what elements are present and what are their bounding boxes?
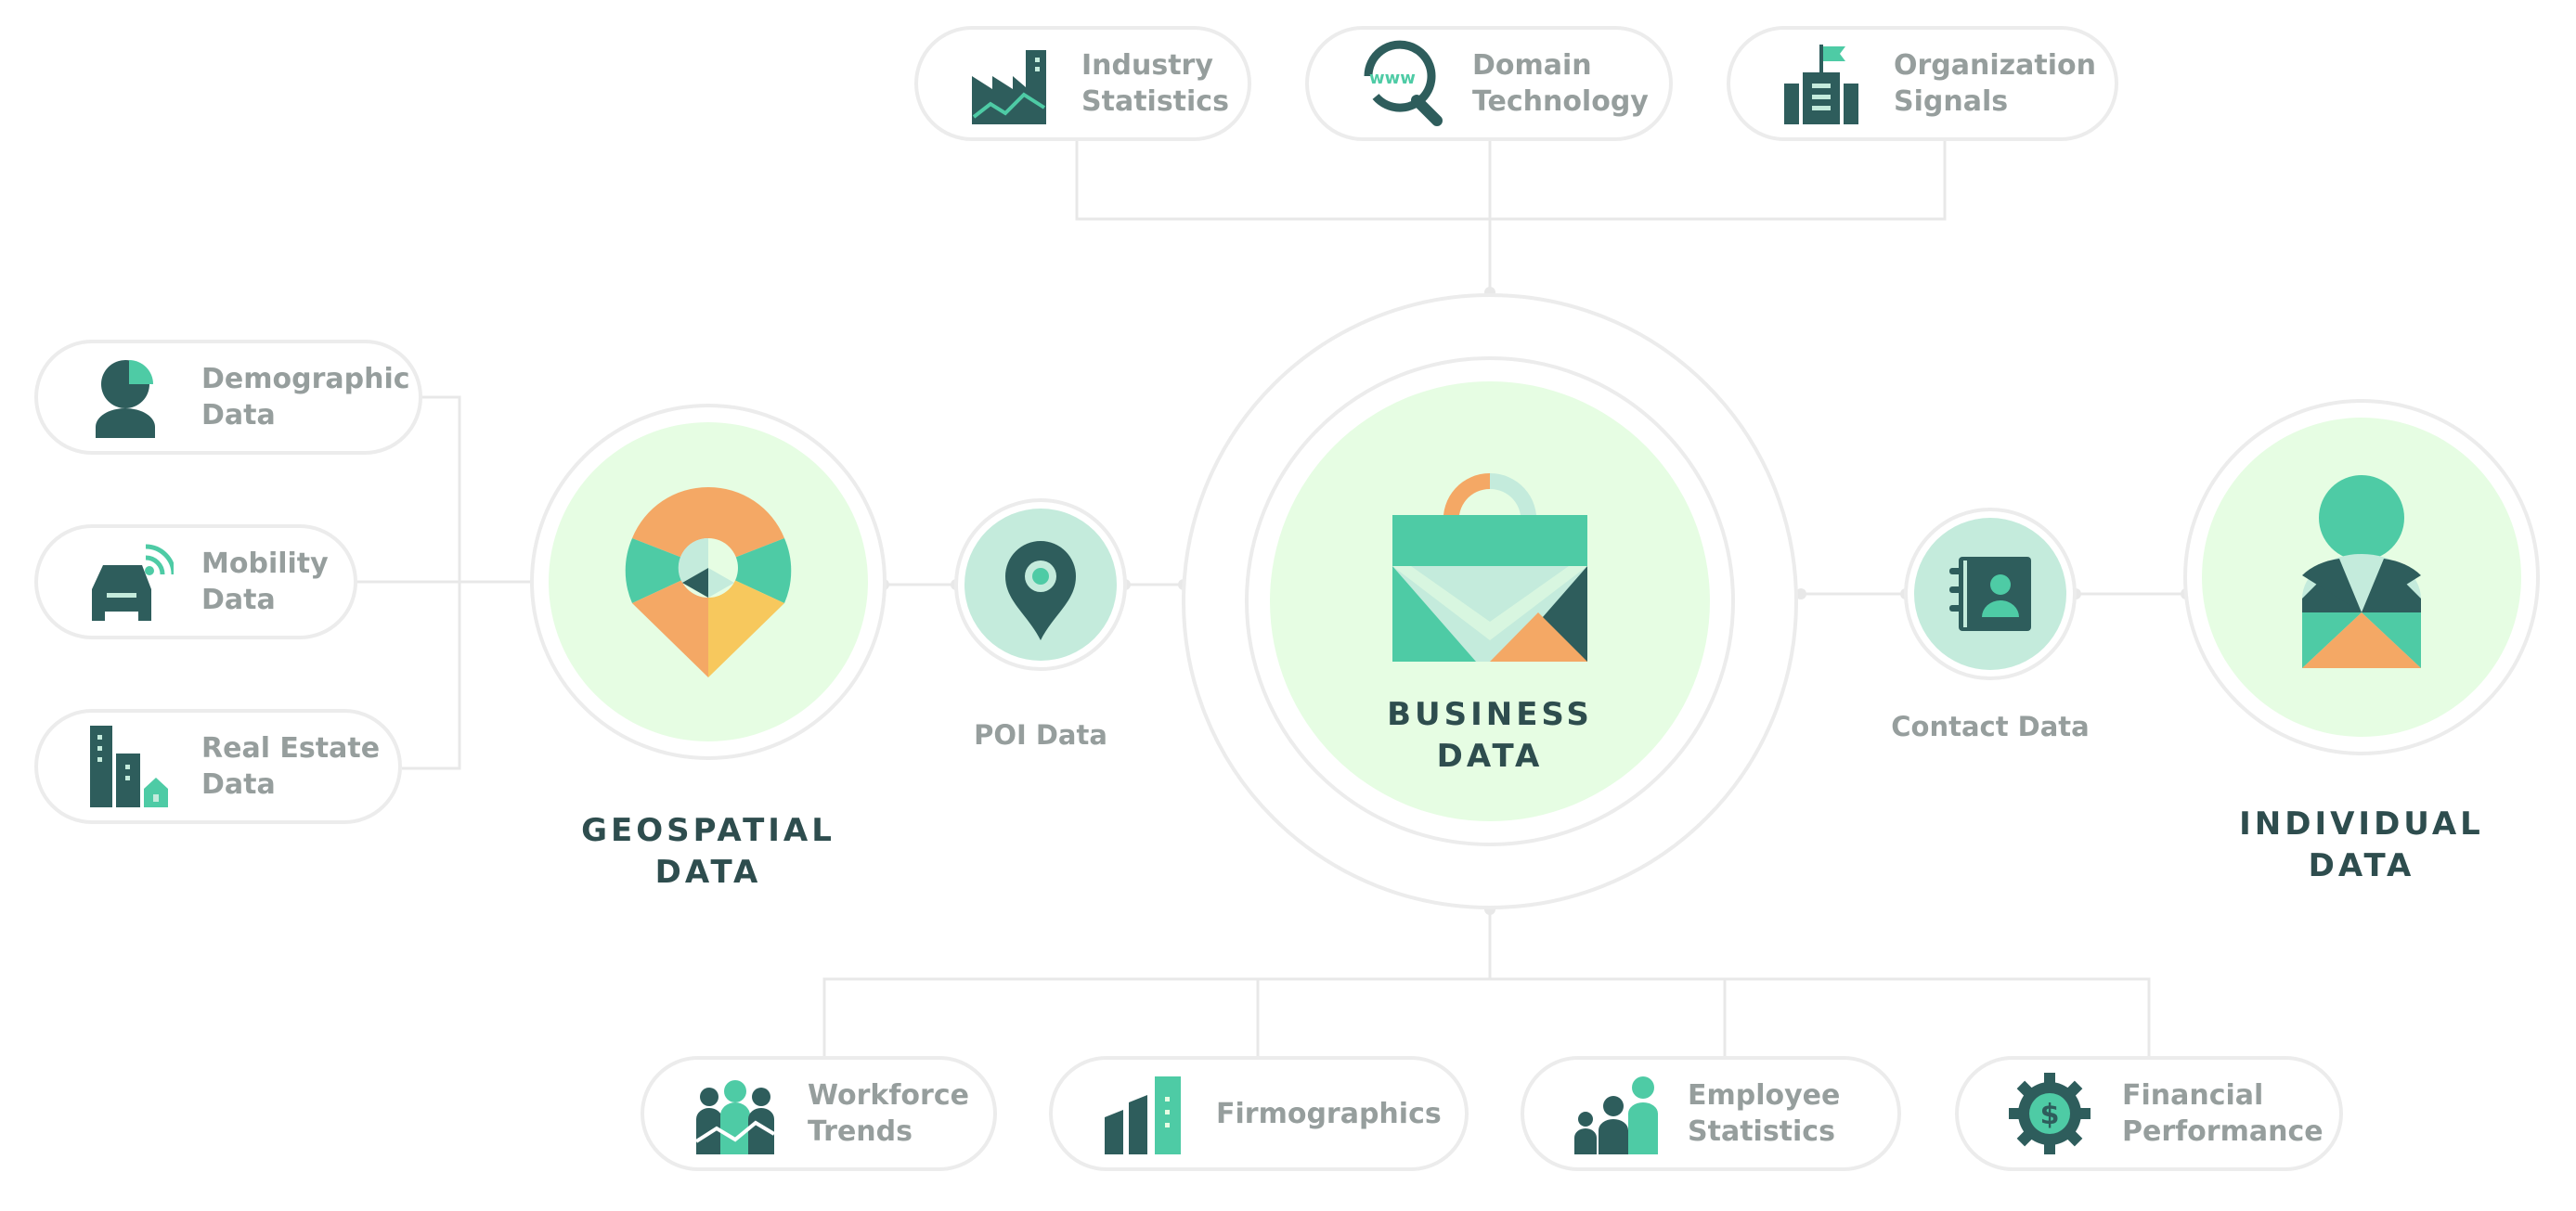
pill-label: Mobility Data [201,548,329,616]
geospatial-data-node [530,404,887,760]
business-data-node [1182,293,1798,909]
pill-label: Real Estate Data [201,732,381,801]
financial-performance-pill: $ Financial Performance [1955,1056,2343,1171]
workforce-trends-pill: Workforce Trends [641,1056,997,1171]
pill-label: Organization Signals [1894,49,2096,118]
buildings-icon [84,722,174,811]
contact-data-label: Contact Data [1891,711,2090,742]
pill-label: Workforce Trends [808,1079,969,1148]
industry-statistics-pill: Industry Statistics [914,26,1251,141]
briefcase-icon [1392,472,1587,662]
connector-lines [357,139,2186,1056]
svg-text:www: www [1369,69,1416,88]
organization-signals-pill: Organization Signals [1727,26,2118,141]
employee-statistics-pill: Employee Statistics [1521,1056,1901,1171]
geospatial-data-label: GEOSPATIAL DATA [581,812,835,891]
person-icon [2302,475,2421,668]
gear-dollar-icon: $ [2005,1069,2094,1158]
pill-label: Firmographics [1216,1097,1442,1130]
firmographics-pill: Firmographics [1049,1056,1469,1171]
poi-data-node [954,498,1127,671]
mobility-data-pill: Mobility Data [34,524,357,639]
individual-data-node [2183,399,2540,755]
pill-label: Demographic Data [201,363,410,432]
location-pin-icon [625,486,792,677]
team-trend-icon [691,1069,780,1158]
pill-label: Financial Performance [2122,1079,2324,1148]
car-signal-icon [84,537,174,626]
building-flag-icon [1777,39,1866,128]
poi-data-label: POI Data [974,719,1107,751]
bar-buildings-icon [1099,1069,1188,1158]
address-book-icon [1949,557,2031,631]
pill-label: Employee Statistics [1688,1079,1841,1148]
people-growth-icon [1571,1069,1660,1158]
business-data-label: BUSINESS DATA [1387,696,1593,775]
contact-data-node [1904,508,2077,680]
pill-label: Industry Statistics [1081,49,1229,118]
individual-data-label: INDIVIDUAL DATA [2239,805,2484,884]
map-pin-icon [1005,541,1076,640]
svg-text:$: $ [2040,1099,2060,1131]
demographic-data-pill: Demographic Data [34,340,422,455]
factory-chart-icon [964,39,1054,128]
pill-label: Domain Technology [1472,49,1649,118]
person-pie-icon [84,353,174,442]
www-search-icon: www [1355,39,1444,128]
real-estate-data-pill: Real Estate Data [34,709,402,824]
domain-technology-pill: www Domain Technology [1305,26,1673,141]
